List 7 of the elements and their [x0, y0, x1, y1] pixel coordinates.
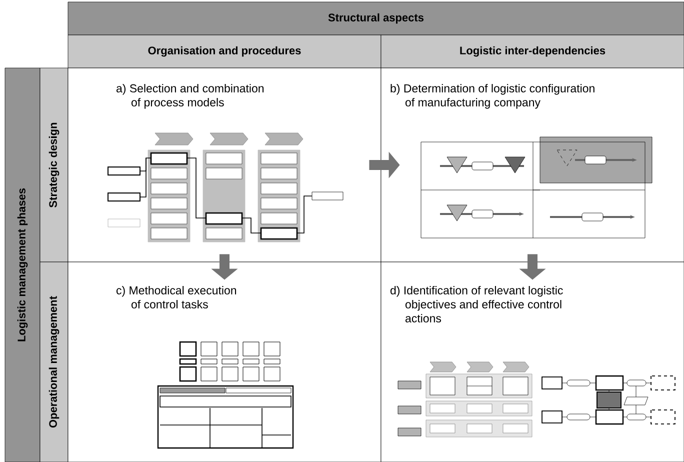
node-label: c) Methodical execution of control tasks	[116, 286, 236, 308]
header-cell: Structural aspects	[68, 2, 684, 36]
header-cell: Logistic management phases	[4, 68, 40, 462]
header-cell: Organisation and procedures	[68, 34, 382, 68]
header-cell: Strategic design	[40, 68, 68, 262]
header-cell: Operational management	[40, 262, 68, 462]
header-cell: Logistic inter-dependencies	[380, 34, 684, 68]
